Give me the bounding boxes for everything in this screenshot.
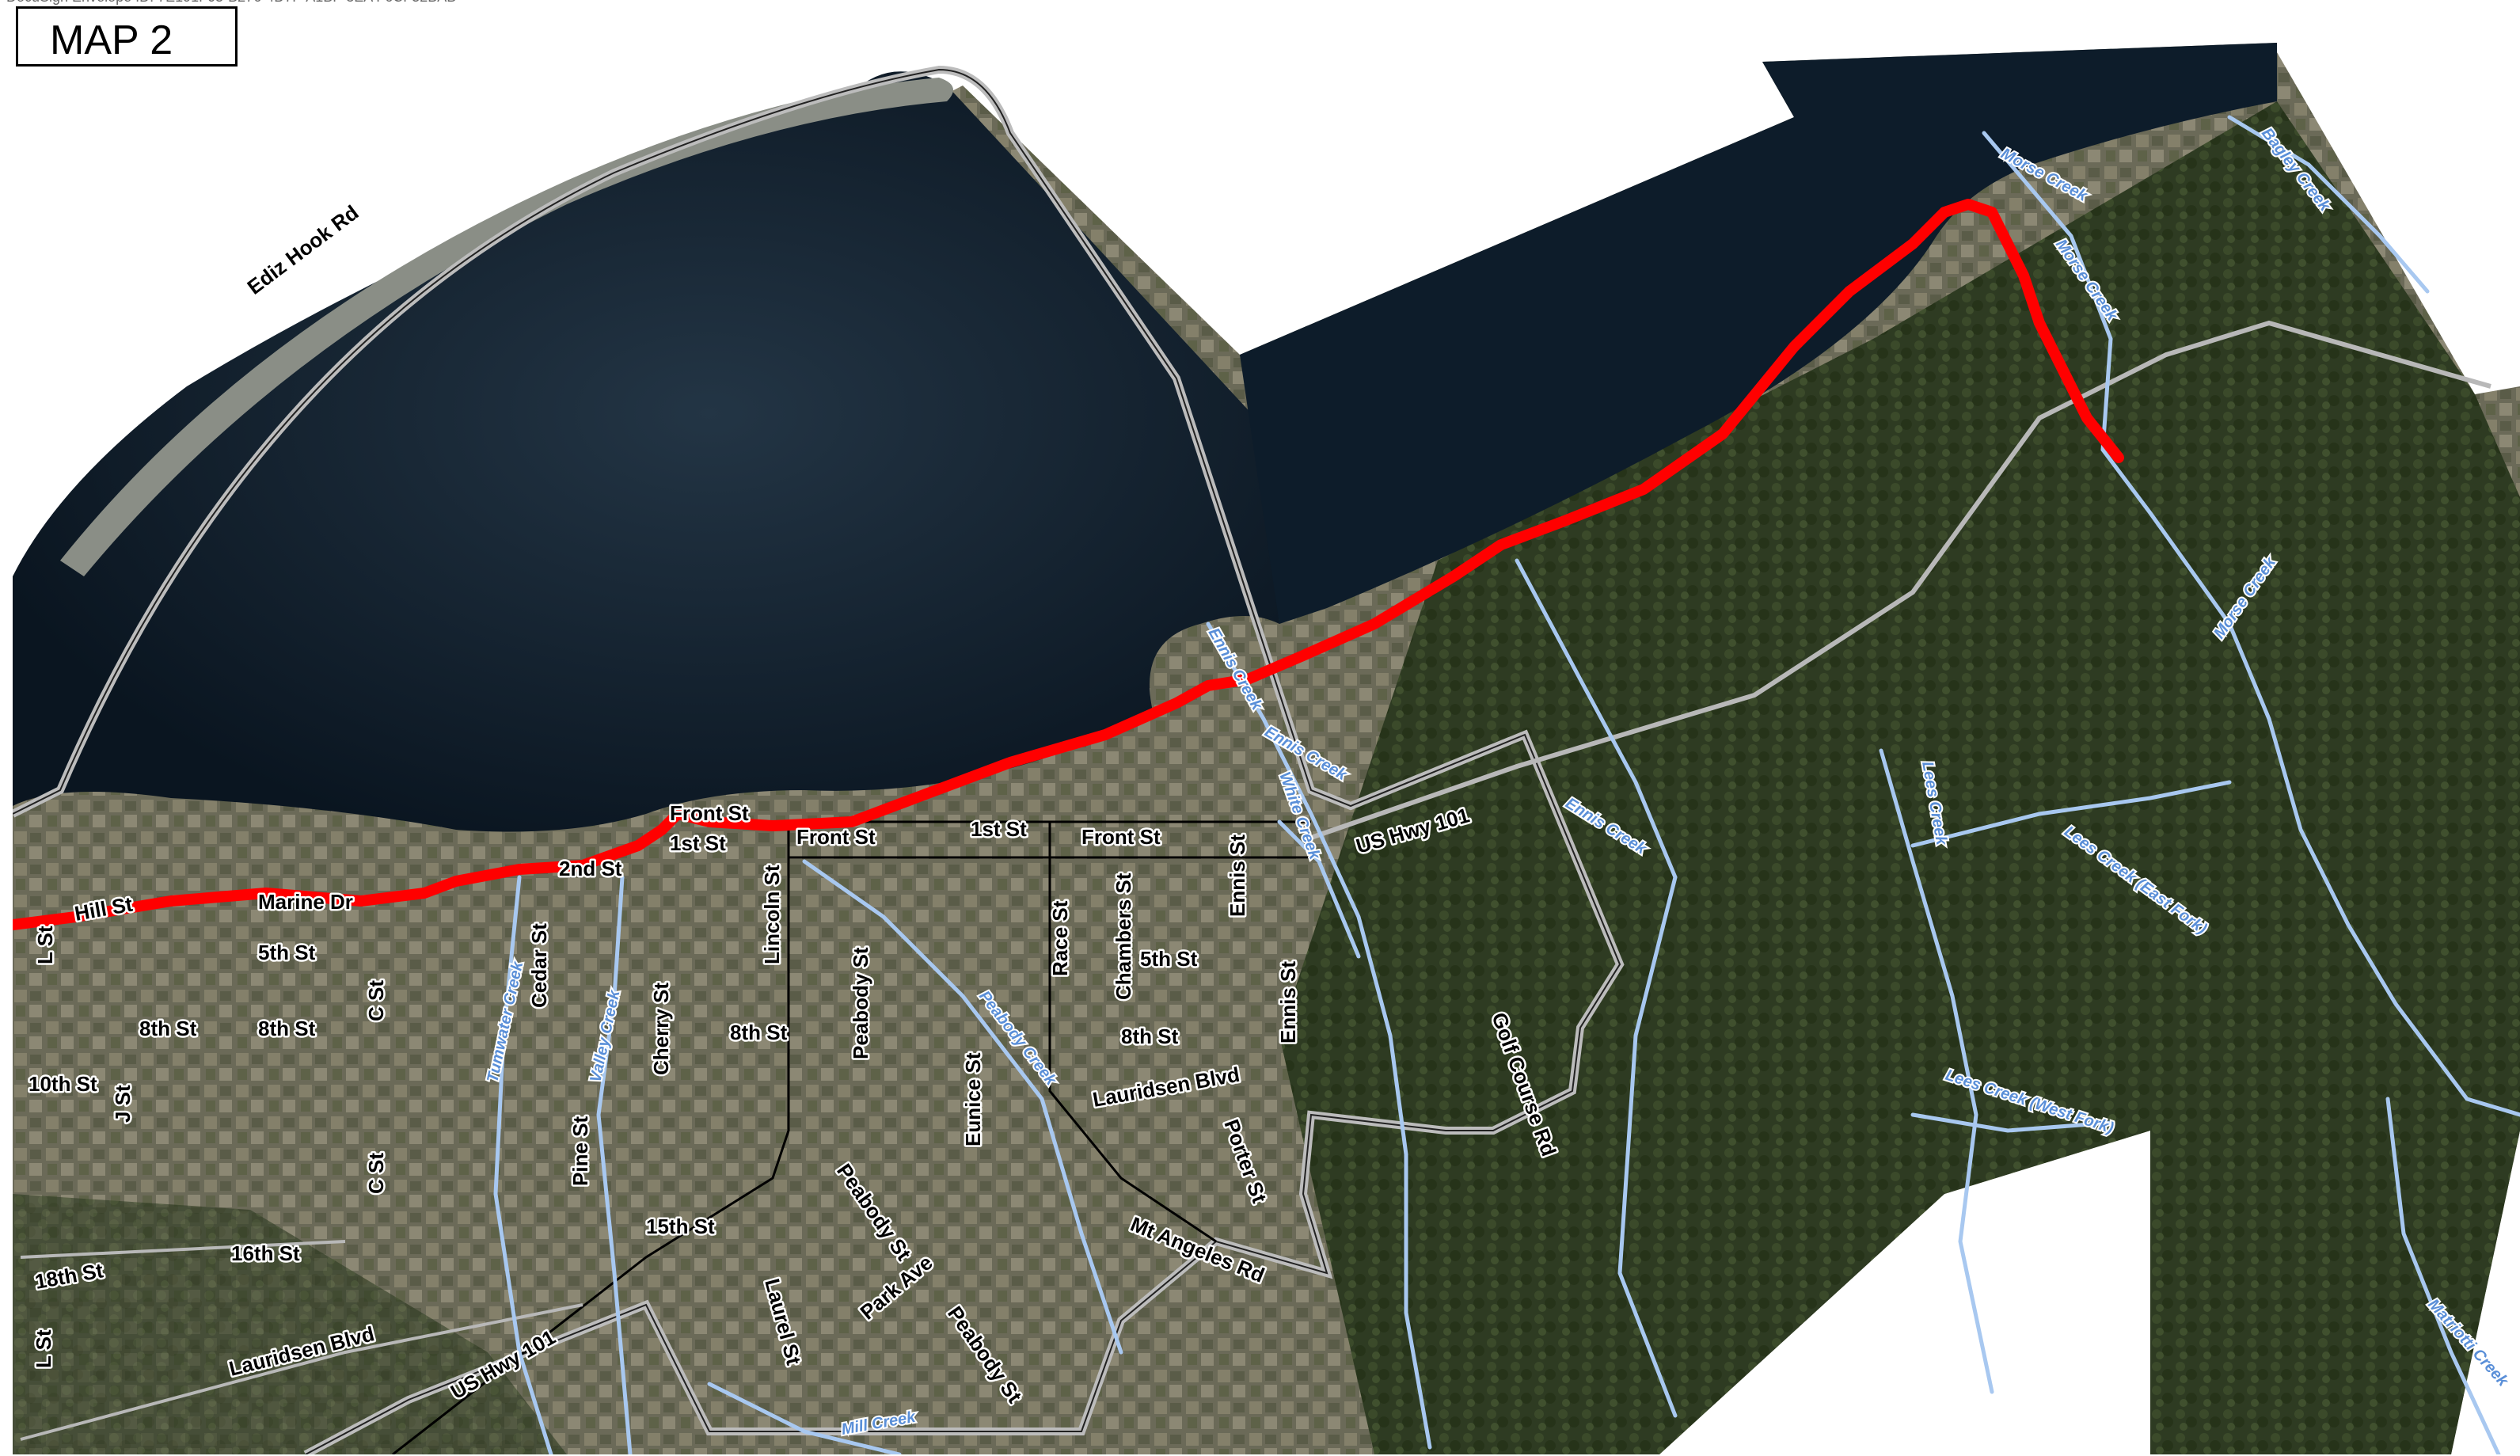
city-boundary-inner: [13, 68, 1621, 1454]
map-frame: Ediz Hook Rd Hill St Marine Dr 2nd St Fr…: [13, 6, 2520, 1454]
road-label: Marine Dr: [258, 890, 353, 914]
road-label: Pine St: [568, 1116, 592, 1186]
road-label: Peabody St: [849, 947, 872, 1059]
road-label: 1st St: [971, 817, 1027, 841]
aerial-map[interactable]: Ediz Hook Rd Hill St Marine Dr 2nd St Fr…: [13, 6, 2520, 1454]
us-hwy-101-east: [1310, 320, 2491, 840]
road-label: 8th St: [258, 1017, 316, 1040]
forest-area-east: [1279, 101, 2520, 1454]
road-label: C St: [364, 1153, 388, 1194]
road-label: 8th St: [139, 1017, 197, 1040]
road-label: 8th St: [730, 1021, 788, 1044]
front-st-road: [789, 820, 1311, 859]
ennis-creek-line: [1206, 622, 1432, 1450]
white-creek-line: [1277, 819, 1361, 959]
road-label: Front St: [670, 801, 749, 825]
tumwater-creek-line: [493, 875, 553, 1454]
road-label: 5th St: [1140, 947, 1198, 971]
road-label: Front St: [796, 825, 876, 849]
road-label: 2nd St: [559, 857, 622, 880]
harbor-water: [13, 71, 1279, 832]
road-label: L St: [32, 1329, 55, 1368]
road-label: Lincoln St: [760, 865, 784, 964]
road-label: Cedar St: [527, 923, 551, 1008]
bagley-creek-line: [2227, 115, 2430, 294]
morse-creek-line: [1982, 131, 2520, 1117]
road-label: C St: [364, 980, 388, 1021]
road-label: Eunice St: [961, 1052, 985, 1146]
mill-creek-line: [707, 1382, 902, 1454]
strait-water: [1240, 43, 2277, 624]
lees-creek-west-line: [1910, 1112, 2113, 1133]
docusign-envelope-id: DocuSign Envelope ID: 7E191F05-B276-4D7F…: [6, 0, 456, 6]
road-label: Cherry St: [649, 983, 673, 1075]
road-label: 10th St: [29, 1072, 97, 1096]
road-label: 16th St: [231, 1241, 300, 1265]
road-label: 15th St: [646, 1215, 715, 1238]
road-label: Ennis St: [1226, 834, 1249, 917]
road-label: 8th St: [1121, 1025, 1179, 1048]
lees-creek-line: [1879, 748, 1994, 1394]
creek-branch-2: [1617, 875, 1678, 1418]
road-label: Front St: [1081, 825, 1161, 849]
peabody-creek-line: [802, 859, 1123, 1355]
sixteenth-st-road: [20, 1240, 583, 1441]
proposed-trail-route[interactable]: [13, 199, 2124, 930]
creek-branch-1: [1515, 558, 1678, 880]
road-label: Ennis St: [1276, 961, 1300, 1044]
road-label: J St: [111, 1085, 135, 1123]
road-label: Chambers St: [1112, 872, 1135, 1000]
road-label: 5th St: [258, 941, 316, 964]
creeks: [493, 115, 2520, 1454]
lees-creek-east-line: [1910, 780, 2232, 848]
road-label: 1st St: [670, 831, 726, 855]
road-label: L St: [33, 926, 57, 964]
matriotti-creek-line: [2385, 1097, 2501, 1454]
map-title: MAP 2: [50, 17, 173, 63]
valley-creek-line: [596, 875, 633, 1454]
map-title-box: MAP 2: [16, 6, 238, 67]
road-label: Race St: [1048, 900, 1072, 976]
